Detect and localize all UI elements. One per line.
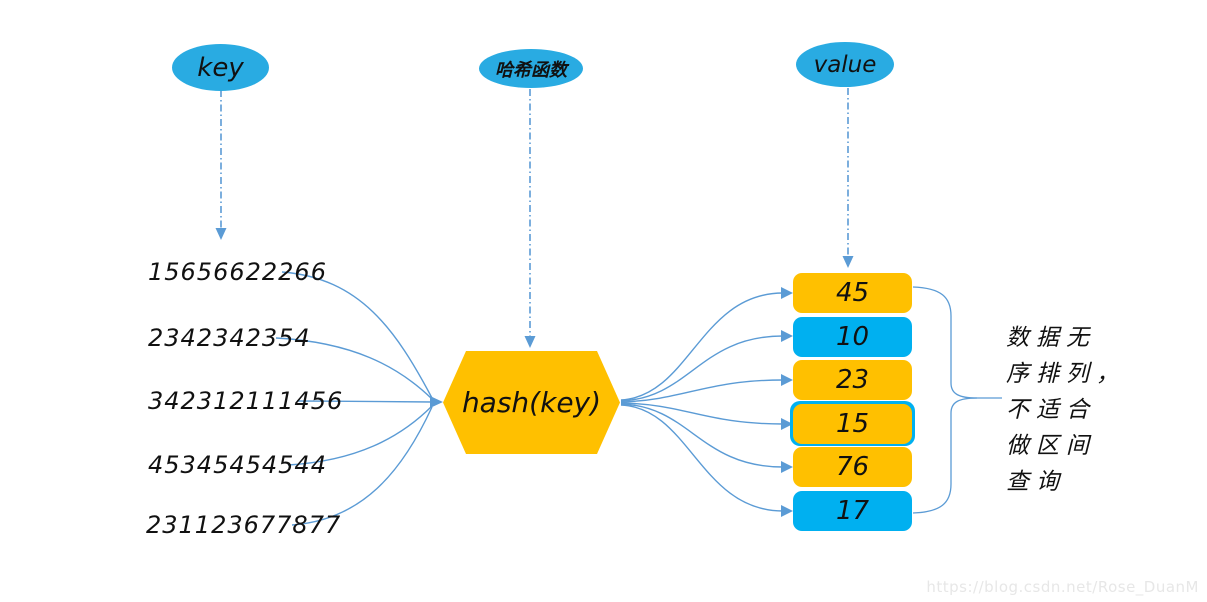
value-box-label: 45 <box>835 278 870 308</box>
value-group-brace <box>912 286 1002 514</box>
note-line: 做区间 <box>1006 433 1096 459</box>
value-box: 17 <box>793 491 912 531</box>
hash-function-label: 哈希函数 <box>495 59 567 81</box>
value-box-label: 15 <box>835 409 870 439</box>
hash-function-ellipse: 哈希函数 <box>479 49 583 88</box>
value-box-label: 76 <box>835 452 870 482</box>
key-label: key <box>197 52 244 83</box>
value-box-label: 17 <box>835 496 870 526</box>
note-line: 序排列， <box>1006 361 1126 387</box>
value-box-label: 23 <box>835 365 870 395</box>
key-ellipse: key <box>172 44 269 91</box>
value-box: 76 <box>793 447 912 487</box>
watermark: https://blog.csdn.net/Rose_DuanM <box>926 578 1199 596</box>
note-line: 不适合 <box>1006 397 1096 423</box>
key-arrowhead-icon <box>215 228 227 240</box>
value-label: value <box>813 51 877 78</box>
value-box: 45 <box>793 273 912 313</box>
dashed-arrow-lines <box>220 88 849 338</box>
value-box: 15 <box>793 404 912 444</box>
key-item: 2342342354 <box>148 324 311 352</box>
hash-hexagon: hash(key) <box>443 351 620 454</box>
key-item: 15656622266 <box>148 258 327 286</box>
value-arrowhead-icon <box>842 256 854 268</box>
key-item: 231123677877 <box>146 511 342 539</box>
hash-arrowhead-icon <box>524 336 536 348</box>
hash-input-arrowhead-icon <box>430 396 443 408</box>
key-item: 45345454544 <box>148 451 327 479</box>
value-box-label: 10 <box>835 322 870 352</box>
note-text: 数据无 序排列， 不适合 做区间 查询 <box>1006 320 1146 500</box>
value-box: 23 <box>793 360 912 400</box>
key-item: 342312111456 <box>148 387 344 415</box>
value-ellipse: value <box>796 42 894 87</box>
hash-hexagon-label: hash(key) <box>461 386 602 419</box>
note-line: 查询 <box>1006 469 1066 495</box>
value-box-arrowheads <box>781 287 793 517</box>
hash-to-value-curves <box>620 292 784 512</box>
value-box: 10 <box>793 317 912 357</box>
dashed-arrowheads <box>215 228 854 348</box>
note-line: 数据无 <box>1006 325 1096 351</box>
